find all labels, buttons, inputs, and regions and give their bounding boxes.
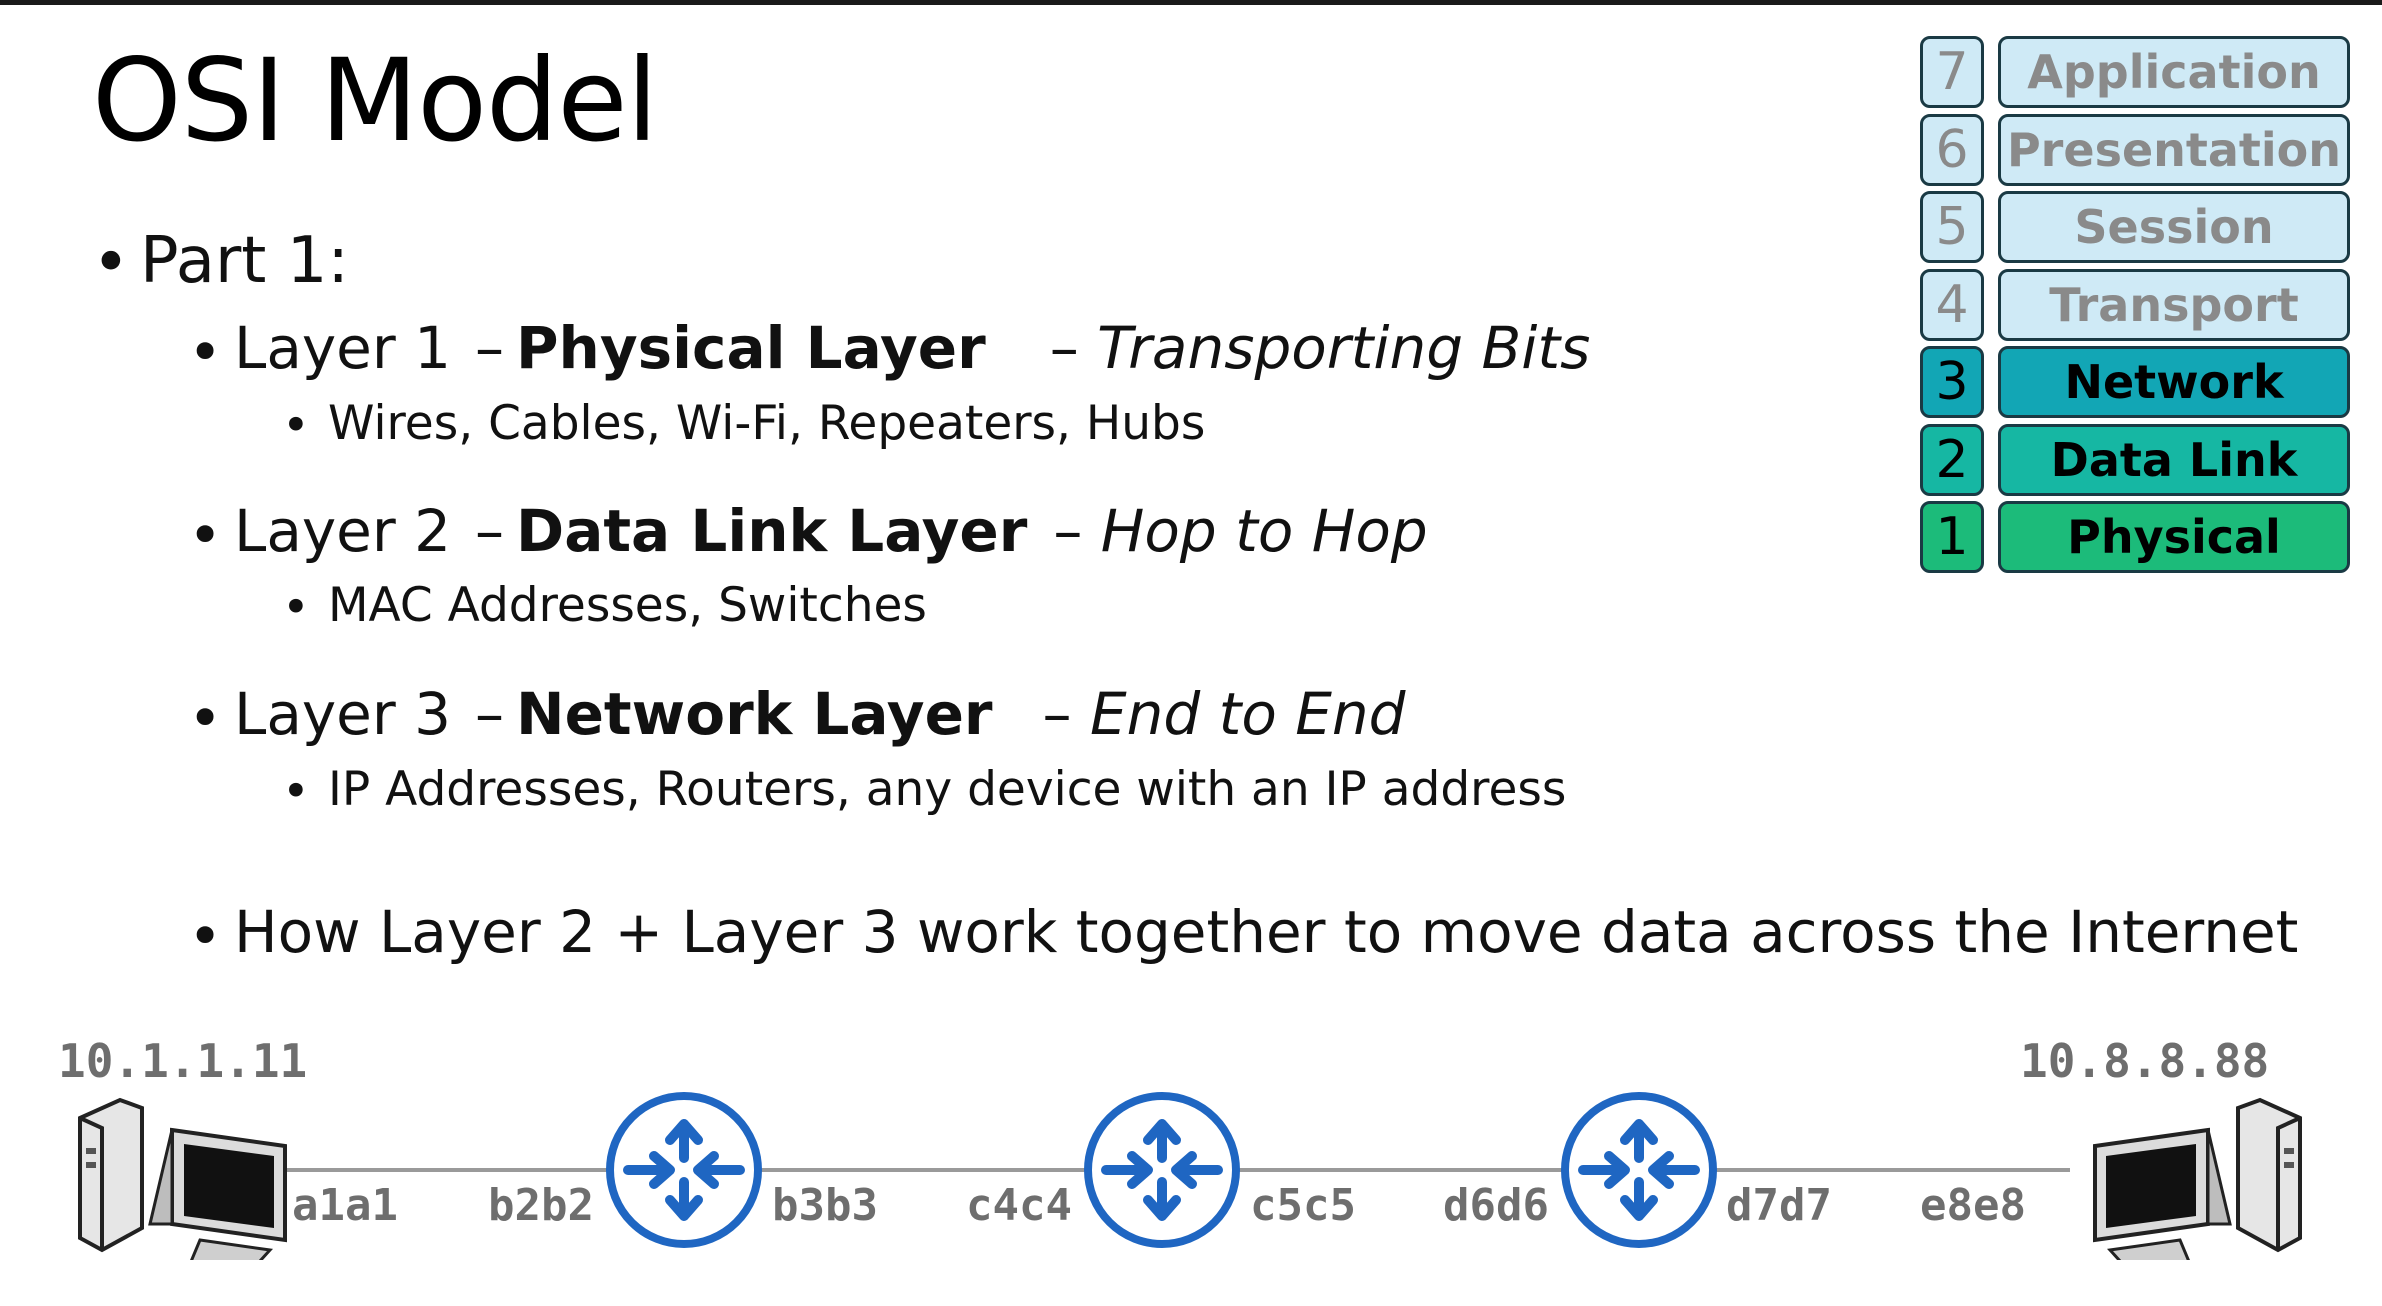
osi-layer-network: Network: [1998, 346, 2350, 418]
osi-layer-transport: Transport: [1998, 268, 2350, 341]
network-diagram: [78, 1092, 2302, 1260]
dash: –: [1042, 680, 1072, 748]
layer-detail-3: IP Addresses, Routers, any device with a…: [328, 762, 1567, 817]
mac-label: d6d6: [1443, 1180, 1549, 1231]
mac-label: c5c5: [1250, 1180, 1356, 1231]
layer-number: Layer 3: [234, 680, 452, 748]
summary-text: How Layer 2 + Layer 3 work together to m…: [234, 898, 2299, 966]
layer-item-1: Layer 1–Physical Layer– Transporting Bit…: [234, 314, 1590, 382]
osi-layer-session: Session: [1998, 191, 2350, 263]
mac-label: a1a1: [292, 1180, 398, 1231]
layer-item-2: Layer 2–Data Link Layer– Hop to Hop: [234, 497, 1428, 565]
osi-layer-number: 4: [1920, 268, 1984, 341]
layer-number: Layer 2: [234, 497, 452, 565]
dash: –: [1049, 314, 1079, 382]
top-border: [0, 0, 2382, 5]
mac-label: c4c4: [966, 1180, 1072, 1231]
osi-layer-physical: Physical: [1998, 501, 2350, 573]
osi-layer-data-link: Data Link: [1998, 423, 2350, 496]
osi-layer-number: 7: [1920, 36, 1984, 108]
bullet: •: [188, 501, 223, 569]
slide-title: OSI Model: [92, 34, 658, 167]
router-icon: [606, 1092, 762, 1248]
dash: –: [475, 314, 505, 382]
computer-icon: [78, 1097, 287, 1260]
mac-label: b3b3: [772, 1180, 878, 1231]
mac-label: e8e8: [1920, 1180, 2026, 1231]
dash: –: [1053, 497, 1083, 565]
bullet: •: [92, 226, 130, 300]
layer-name: Data Link Layer: [516, 497, 1028, 565]
computer-icon: [2093, 1097, 2302, 1260]
dash: –: [475, 497, 505, 565]
osi-layer-presentation: Presentation: [1998, 113, 2350, 186]
right-host-ip: 10.8.8.88: [2020, 1034, 2270, 1088]
router-icon: [1084, 1092, 1240, 1248]
bullet: •: [188, 318, 223, 386]
bullet: •: [282, 764, 310, 819]
osi-layer-number: 1: [1920, 501, 1984, 573]
bullet: •: [188, 684, 223, 752]
layer-number: Layer 1: [234, 314, 452, 382]
left-host-ip: 10.1.1.11: [58, 1034, 308, 1088]
dash: –: [475, 680, 505, 748]
router-icon: [1561, 1092, 1717, 1248]
osi-layer-number: 3: [1920, 346, 1984, 418]
osi-layer-application: Application: [1998, 36, 2350, 108]
layer-name: Network Layer: [516, 680, 993, 748]
layer-desc: Transporting Bits: [1097, 314, 1591, 382]
osi-layer-number: 6: [1920, 113, 1984, 186]
layer-detail-2: MAC Addresses, Switches: [328, 578, 927, 633]
osi-layer-number: 5: [1920, 191, 1984, 263]
mac-label: d7d7: [1726, 1180, 1832, 1231]
layer-desc: Hop to Hop: [1100, 497, 1428, 565]
bullet: •: [282, 398, 310, 453]
layer-detail-1: Wires, Cables, Wi-Fi, Repeaters, Hubs: [328, 396, 1206, 451]
layer-name: Physical Layer: [516, 314, 986, 382]
mac-label: b2b2: [488, 1180, 594, 1231]
part-label: Part 1:: [140, 224, 349, 298]
bullet: •: [188, 902, 223, 970]
layer-item-3: Layer 3–Network Layer– End to End: [234, 680, 1406, 748]
layer-desc: End to End: [1089, 680, 1406, 748]
osi-layer-number: 2: [1920, 423, 1984, 496]
bullet: •: [282, 580, 310, 635]
